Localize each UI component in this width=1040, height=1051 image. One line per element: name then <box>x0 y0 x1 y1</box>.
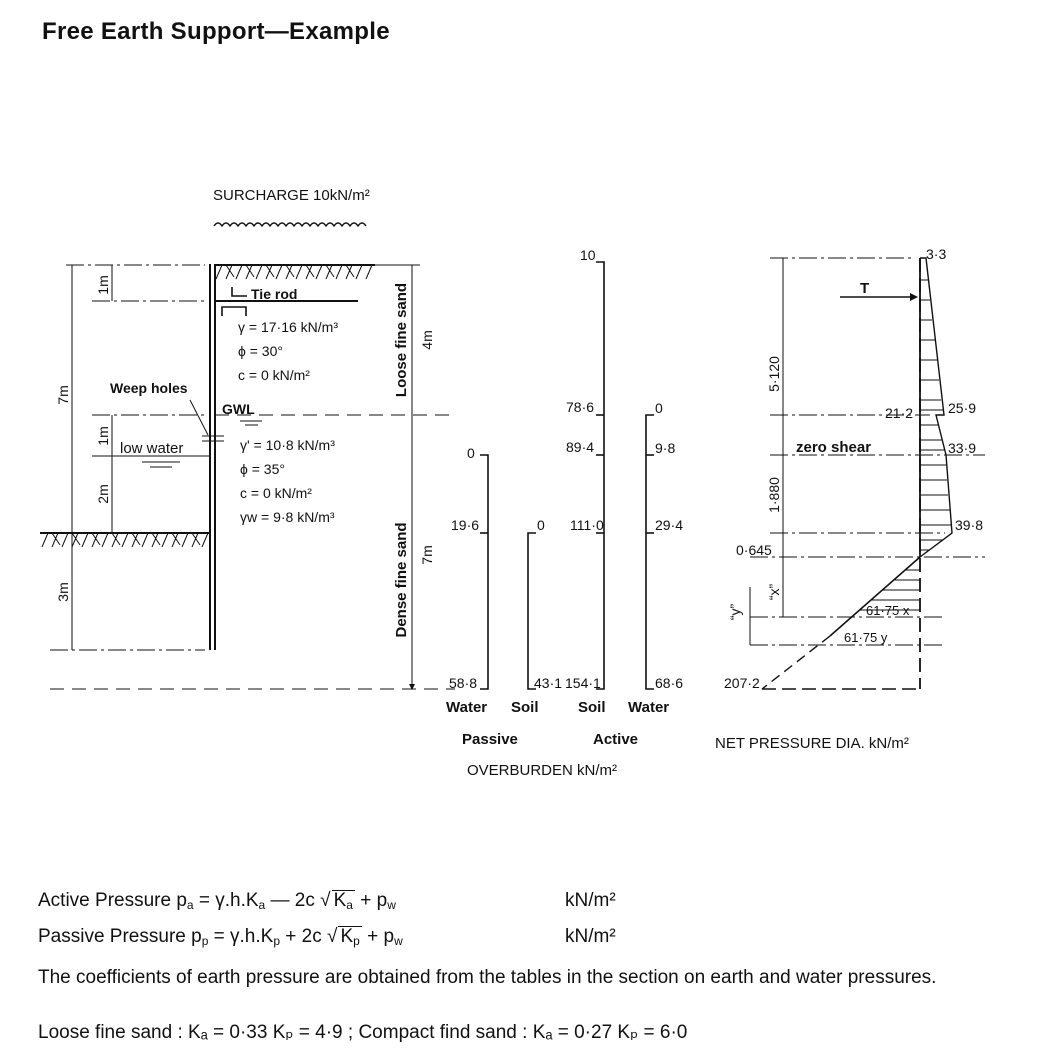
passive-pressure-formula: Passive Pressure pp = γ.h.Kp + 2c √Kp + … <box>38 926 403 951</box>
dim-3m: 3m <box>55 582 71 601</box>
active-water-0: 0 <box>655 400 663 416</box>
passive-formula-mid: = γ.h.K <box>208 926 274 947</box>
active-formula-minus: — 2c √ <box>265 890 331 911</box>
loose-c: c = 0 kN/m² <box>238 367 310 383</box>
passive-sqrt-sub: p <box>353 934 360 948</box>
dim-x: “x” <box>766 584 782 601</box>
passive-formula-end: + p <box>361 926 395 947</box>
net-pressure-caption: NET PRESSURE DIA. kN/m² <box>715 735 909 752</box>
y-pressure-label: 61·75 y <box>844 630 888 645</box>
passive-water-0: 0 <box>467 445 475 461</box>
active-label: Active <box>593 731 638 748</box>
dim-1m-mid: 1m <box>95 426 111 445</box>
tie-force-label: T <box>860 280 869 297</box>
active-sqrt-k: K <box>333 890 347 911</box>
dim-5120: 5·120 <box>766 356 782 392</box>
active-water-1: 9·8 <box>655 440 675 456</box>
active-soil-1: 78·6 <box>566 399 594 415</box>
active-water-3: 68·6 <box>655 675 683 691</box>
passive-formula-end-sub: w <box>394 934 403 948</box>
passive-water-2: 58·8 <box>449 675 477 691</box>
zero-shear-label: zero shear <box>796 439 871 456</box>
loose-layer-label: Loose fine sand <box>393 283 410 397</box>
ground-hatch-top <box>215 264 373 280</box>
active-soil-2: 89·4 <box>566 439 594 455</box>
weep-holes-leader <box>189 399 209 436</box>
net-value-2: 21·2 <box>885 405 913 421</box>
passive-formula-sub: p <box>201 934 209 948</box>
overburden-caption: OVERBURDEN kN/m² <box>467 762 617 779</box>
net-value-0: 3·3 <box>926 246 946 262</box>
active-pressure-formula: Active Pressure pa = γ.h.Ka — 2c √Ka + p… <box>38 890 396 915</box>
low-water-label: low water <box>120 440 183 457</box>
dense-phi: ϕ = 35° <box>240 461 285 477</box>
gwl-label: GWL <box>222 401 255 417</box>
loose-gamma: γ = 17·16 kN/m³ <box>238 319 338 335</box>
passive-sqrt: Kp <box>338 926 362 951</box>
x-pressure-label: 61·75 x <box>866 603 910 618</box>
col-label-soil-passive: Soil <box>511 699 539 716</box>
active-water-2: 29·4 <box>655 517 683 533</box>
col-label-water-active: Water <box>628 699 669 716</box>
active-formula-end: + p <box>354 890 388 911</box>
passive-formula-prefix: Passive Pressure p <box>38 926 202 947</box>
active-formula-end-sub: w <box>387 898 396 912</box>
passive-label: Passive <box>462 731 518 748</box>
dim-7m: 7m <box>55 385 71 404</box>
coefficients-note: The coefficients of earth pressure are o… <box>38 967 937 988</box>
diagram-canvas: SURCHARGE 10kN/m² Tie rod γ = 17·16 kN/m… <box>40 187 985 779</box>
dense-gamma: γʹ = 10·8 kN/m³ <box>240 437 335 453</box>
active-units: kN/m² <box>565 890 616 911</box>
active-formula-prefix: Active Pressure p <box>38 890 187 911</box>
net-value-3: 33·9 <box>948 440 976 456</box>
net-pressure-lines <box>749 257 985 690</box>
surcharge-wave <box>213 222 367 228</box>
dense-gw: γw = 9·8 kN/m³ <box>240 509 335 525</box>
active-soil-4: 154·1 <box>565 675 601 691</box>
col-label-water-passive: Water <box>446 699 487 716</box>
active-sqrt: Ka <box>331 890 355 915</box>
active-sqrt-sub: a <box>346 898 353 912</box>
active-formula-sub: a <box>186 898 194 912</box>
loose-phi: ϕ = 30° <box>238 343 283 359</box>
net-value-5: 207·2 <box>724 675 760 691</box>
coefficients-values: Loose fine sand : Kₐ = 0·33 Kₚ = 4·9 ; C… <box>38 1022 688 1043</box>
dense-c: c = 0 kN/m² <box>240 485 312 501</box>
ground-hatch-dredge <box>41 532 209 548</box>
passive-soil-0: 0 <box>537 517 545 533</box>
active-soil-0: 10 <box>580 247 596 263</box>
dense-layer-label: Dense fine sand <box>393 522 410 637</box>
weep-holes-label: Weep holes <box>110 380 188 396</box>
passive-sqrt-k: K <box>340 926 354 947</box>
dim-2m: 2m <box>95 484 111 503</box>
col-label-soil-active: Soil <box>578 699 606 716</box>
passive-formula-plus: + 2c √ <box>280 926 338 947</box>
surcharge-label: SURCHARGE 10kN/m² <box>213 187 370 204</box>
dim-0645: 0·645 <box>736 542 772 558</box>
passive-water-1: 19·6 <box>451 517 479 533</box>
dim-7m-right: 7m <box>419 545 435 564</box>
active-soil-3: 111·0 <box>570 517 604 533</box>
dim-y: “y” <box>727 604 743 621</box>
passive-units: kN/m² <box>565 926 616 947</box>
passive-soil-1: 43·1 <box>534 675 562 691</box>
net-value-1: 25·9 <box>948 400 976 416</box>
tie-rod-label: Tie rod <box>251 286 297 302</box>
active-formula-ksub: a <box>258 898 266 912</box>
section-drawing <box>40 222 455 690</box>
passive-formula-ksub: p <box>273 934 281 948</box>
dim-4m: 4m <box>419 330 435 349</box>
net-value-4: 39·8 <box>955 517 983 533</box>
page-title: Free Earth Support—Example <box>42 18 390 45</box>
overburden-lines <box>480 261 654 690</box>
active-formula-mid: = γ.h.K <box>193 890 259 911</box>
dim-1880: 1·880 <box>766 477 782 513</box>
dim-1m-top: 1m <box>95 275 111 294</box>
